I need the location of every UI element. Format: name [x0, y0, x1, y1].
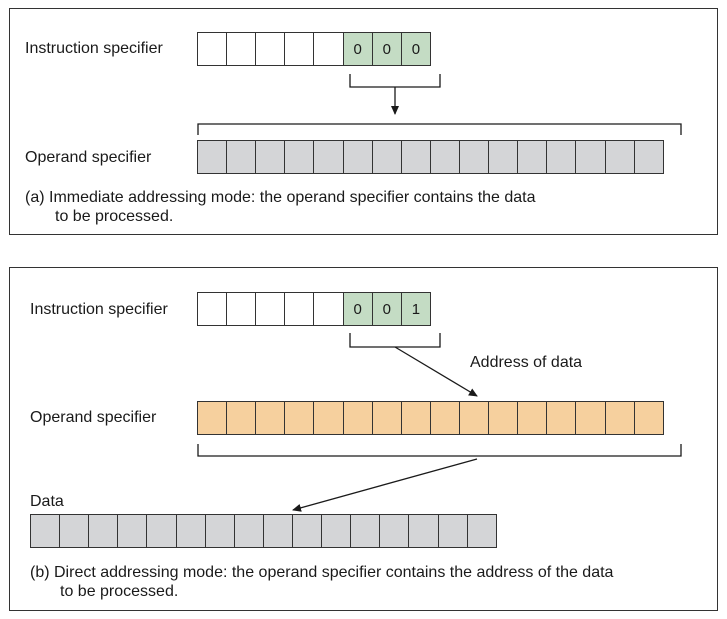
- caption-b: (b) Direct addressing mode: the operand …: [30, 563, 613, 601]
- byte-cell: [466, 514, 497, 548]
- byte-cell: [226, 401, 257, 435]
- caption-b-line1: (b) Direct addressing mode: the operand …: [30, 564, 614, 581]
- byte-cell: [197, 140, 228, 174]
- byte-cell: [437, 514, 468, 548]
- byte-cell: [175, 514, 206, 548]
- byte-cell: [517, 140, 548, 174]
- byte-cell: [575, 401, 606, 435]
- byte-cell: [488, 140, 519, 174]
- byte-cell: [546, 401, 577, 435]
- mode-bit-cell: 0: [371, 32, 402, 66]
- byte-cell: [284, 401, 315, 435]
- caption-a: (a) Immediate addressing mode: the opera…: [25, 188, 536, 226]
- operand-specifier-label-a: Operand specifier: [25, 149, 152, 166]
- byte-cell: [458, 140, 490, 174]
- byte-cell: [30, 514, 61, 548]
- byte-cell: [262, 514, 294, 548]
- mode-bit-cell: 1: [400, 292, 432, 326]
- byte-cell: [255, 401, 286, 435]
- instruction-bit-cell: [255, 32, 286, 66]
- byte-cell: [371, 140, 402, 174]
- instruction-specifier-label-b: Instruction specifier: [30, 301, 168, 318]
- byte-cell: [458, 401, 490, 435]
- data-label: Data: [30, 493, 64, 510]
- byte-cell: [313, 140, 344, 174]
- mode-bit-cell: 0: [342, 32, 373, 66]
- byte-cell: [117, 514, 148, 548]
- instruction-bit-cell: [284, 32, 315, 66]
- mode-bit-cell: 0: [371, 292, 402, 326]
- caption-a-line2: to be processed.: [55, 208, 174, 225]
- operand-specifier-label-b: Operand specifier: [30, 409, 157, 426]
- byte-cell: [226, 140, 257, 174]
- byte-cell: [429, 401, 461, 435]
- instruction-bit-cell: [313, 292, 344, 326]
- instruction-bit-cell: [197, 292, 228, 326]
- byte-cell: [146, 514, 177, 548]
- byte-cell: [321, 514, 352, 548]
- byte-cell: [604, 401, 635, 435]
- byte-cell: [197, 401, 228, 435]
- instruction-bit-cell: [197, 32, 228, 66]
- byte-cell: [88, 514, 119, 548]
- byte-cell: [400, 140, 432, 174]
- byte-cell: [633, 140, 664, 174]
- operand-specifier-a: [197, 140, 664, 174]
- byte-cell: [488, 401, 519, 435]
- mode-bit-cell: 0: [400, 32, 432, 66]
- byte-cell: [313, 401, 344, 435]
- byte-cell: [517, 401, 548, 435]
- instruction-bit-cell: [313, 32, 344, 66]
- caption-b-line2: to be processed.: [60, 583, 179, 600]
- byte-cell: [379, 514, 410, 548]
- byte-cell: [604, 140, 635, 174]
- byte-cell: [342, 140, 373, 174]
- byte-cell: [546, 140, 577, 174]
- byte-cell: [233, 514, 265, 548]
- byte-cell: [284, 140, 315, 174]
- operand-specifier-b: [197, 401, 664, 435]
- mode-bit-cell: 0: [342, 292, 373, 326]
- byte-cell: [255, 140, 286, 174]
- byte-cell: [408, 514, 439, 548]
- instruction-bit-cell: [226, 292, 257, 326]
- byte-cell: [350, 514, 381, 548]
- instruction-bit-cell: [255, 292, 286, 326]
- byte-cell: [291, 514, 323, 548]
- caption-a-line1: (a) Immediate addressing mode: the opera…: [25, 189, 536, 206]
- instruction-bit-cell: [284, 292, 315, 326]
- instruction-specifier-label-a: Instruction specifier: [25, 40, 163, 57]
- byte-cell: [371, 401, 402, 435]
- byte-cell: [59, 514, 90, 548]
- byte-cell: [575, 140, 606, 174]
- byte-cell: [633, 401, 664, 435]
- address-of-data-label: Address of data: [470, 354, 583, 371]
- byte-cell: [342, 401, 373, 435]
- byte-cell: [429, 140, 461, 174]
- byte-cell: [204, 514, 235, 548]
- data-memory-row: [30, 514, 497, 548]
- instruction-bit-cell: [226, 32, 257, 66]
- byte-cell: [400, 401, 432, 435]
